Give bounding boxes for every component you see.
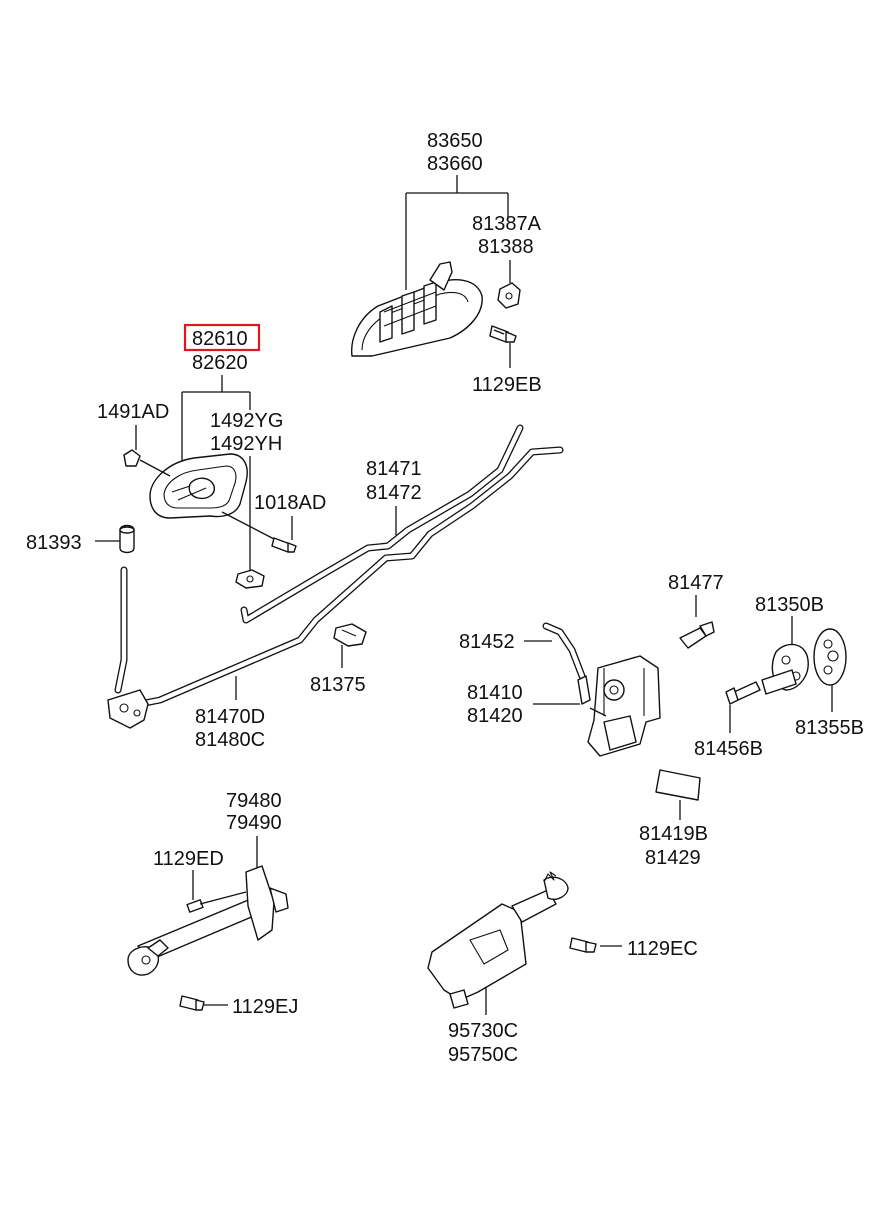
clip-81375 — [333, 623, 367, 647]
label-81420[interactable]: 81420 — [467, 705, 523, 727]
leader-lines — [95, 175, 833, 1015]
label-81355b[interactable]: 81355B — [795, 717, 864, 739]
label-1492yg[interactable]: 1492YG — [210, 410, 283, 432]
lock-rods — [107, 424, 564, 729]
label-1129ec[interactable]: 1129EC — [627, 938, 698, 960]
outside-door-handle — [351, 261, 483, 357]
label-81387a[interactable]: 81387A — [472, 213, 542, 235]
label-81375[interactable]: 81375 — [310, 674, 366, 696]
label-79480[interactable]: 79480 — [226, 790, 282, 812]
label-95750c[interactable]: 95750C — [448, 1044, 518, 1066]
label-81350b[interactable]: 81350B — [755, 594, 824, 616]
screw-1129ej — [179, 995, 205, 1011]
door-lock-actuator — [427, 871, 569, 1009]
part-labels: 83650 83660 81387A 81388 1129EB 82610 82… — [26, 130, 864, 1066]
highlight-box — [183, 323, 261, 352]
label-81471[interactable]: 81471 — [366, 458, 422, 480]
label-81388[interactable]: 81388 — [478, 236, 534, 258]
label-81419b[interactable]: 81419B — [639, 823, 708, 845]
door-latch — [542, 622, 661, 757]
label-81393[interactable]: 81393 — [26, 532, 82, 554]
label-81452[interactable]: 81452 — [459, 631, 515, 653]
label-81480c[interactable]: 81480C — [195, 729, 265, 751]
label-1018ad[interactable]: 1018AD — [254, 492, 326, 514]
label-plate-81419b — [655, 769, 701, 801]
label-81429[interactable]: 81429 — [645, 847, 701, 869]
screw-1018ad — [221, 511, 297, 553]
clip-1491ad — [123, 449, 171, 477]
inside-door-handle — [149, 453, 248, 519]
label-1129eb[interactable]: 1129EB — [472, 374, 542, 396]
label-1491ad[interactable]: 1491AD — [97, 401, 169, 423]
clip-81388 — [497, 282, 521, 309]
label-81470d[interactable]: 81470D — [195, 706, 265, 728]
label-1492yh[interactable]: 1492YH — [210, 433, 282, 455]
label-1129ej[interactable]: 1129EJ — [232, 996, 298, 1018]
label-1129ed[interactable]: 1129ED — [153, 848, 224, 870]
label-82610[interactable]: 82610 — [192, 328, 248, 350]
label-81410[interactable]: 81410 — [467, 682, 523, 704]
label-95730c[interactable]: 95730C — [448, 1020, 518, 1042]
label-81477[interactable]: 81477 — [668, 572, 724, 594]
plate-81355b — [813, 628, 847, 686]
door-checker — [127, 865, 289, 976]
pin-81393 — [119, 524, 135, 554]
label-81472[interactable]: 81472 — [366, 482, 422, 504]
screw-1129ec — [569, 937, 597, 953]
label-83650[interactable]: 83650 — [427, 130, 483, 152]
clip-1492yg — [235, 569, 265, 589]
label-81456b[interactable]: 81456B — [694, 738, 763, 760]
striker-81350b — [761, 643, 809, 695]
label-79490[interactable]: 79490 — [226, 812, 282, 834]
screw-1129eb — [489, 325, 517, 343]
screw-81456b — [725, 681, 761, 705]
screw-81477 — [679, 621, 715, 649]
label-83660[interactable]: 83660 — [427, 153, 483, 175]
label-82620[interactable]: 82620 — [192, 352, 248, 374]
